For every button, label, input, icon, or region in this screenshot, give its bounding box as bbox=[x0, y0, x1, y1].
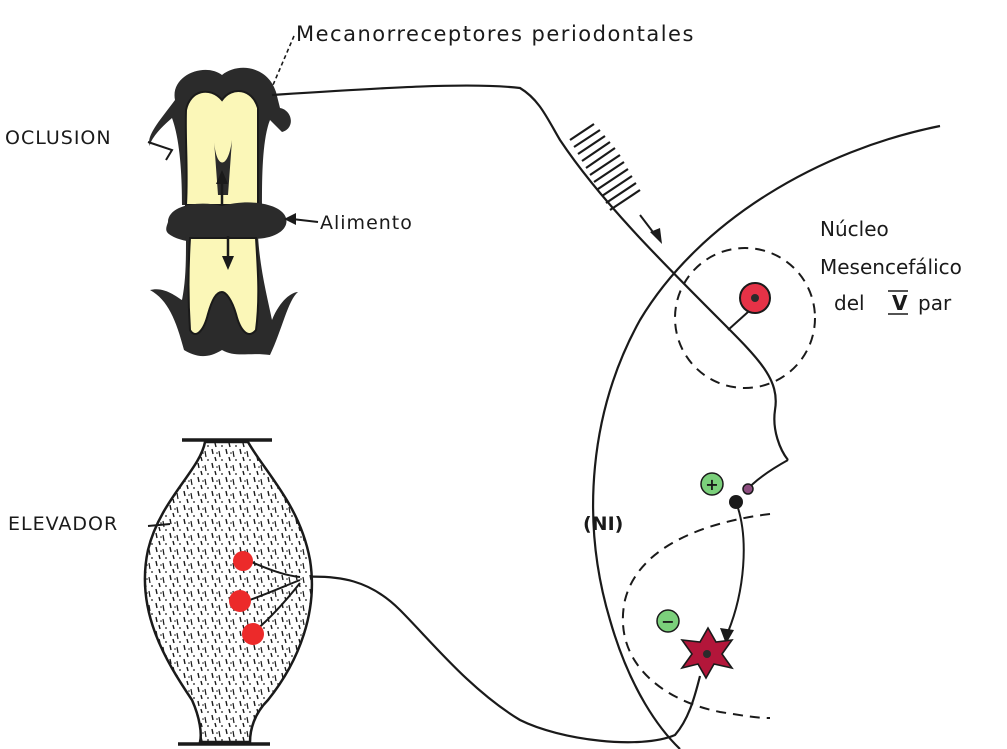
nucleus-label-line2: Mesencefálico bbox=[820, 255, 962, 279]
food-label: Alimento bbox=[320, 212, 413, 234]
nucleus-label-del: del bbox=[834, 291, 865, 315]
elevator-label: ELEVADOR bbox=[8, 513, 118, 535]
mesencephalic-neuron-process bbox=[728, 312, 748, 330]
mechanoreceptors-label: Mecanorreceptores periodontales bbox=[296, 22, 695, 46]
nucleus-label-par: par bbox=[918, 291, 952, 315]
excitatory-sign: + bbox=[705, 475, 718, 494]
muscle-fiber-1 bbox=[233, 551, 253, 571]
efferent-fiber bbox=[300, 577, 700, 743]
upper-tooth bbox=[149, 68, 291, 210]
mesencephalic-nucleus-boundary bbox=[675, 248, 815, 388]
lower-tooth bbox=[150, 236, 298, 356]
presynaptic-terminal bbox=[743, 484, 753, 494]
interneuron bbox=[729, 495, 743, 509]
mechanoreceptors-leader-line bbox=[270, 36, 294, 92]
inhibitory-sign: − bbox=[661, 612, 674, 631]
nucleus-label-line1: Núcleo bbox=[820, 217, 889, 241]
muscle-belly bbox=[145, 442, 312, 742]
elevator-muscle bbox=[145, 440, 312, 744]
occlusion-pointer bbox=[148, 142, 172, 160]
muscle-fiber-3 bbox=[242, 623, 264, 645]
afferent-fiber bbox=[272, 86, 788, 460]
muscle-fiber-2 bbox=[229, 590, 251, 612]
ni-label: (NI) bbox=[583, 513, 623, 535]
nucleus-label-roman-v: V bbox=[892, 291, 908, 315]
interneuron-axon bbox=[728, 508, 744, 632]
occlusion-label: OCLUSION bbox=[5, 127, 112, 149]
